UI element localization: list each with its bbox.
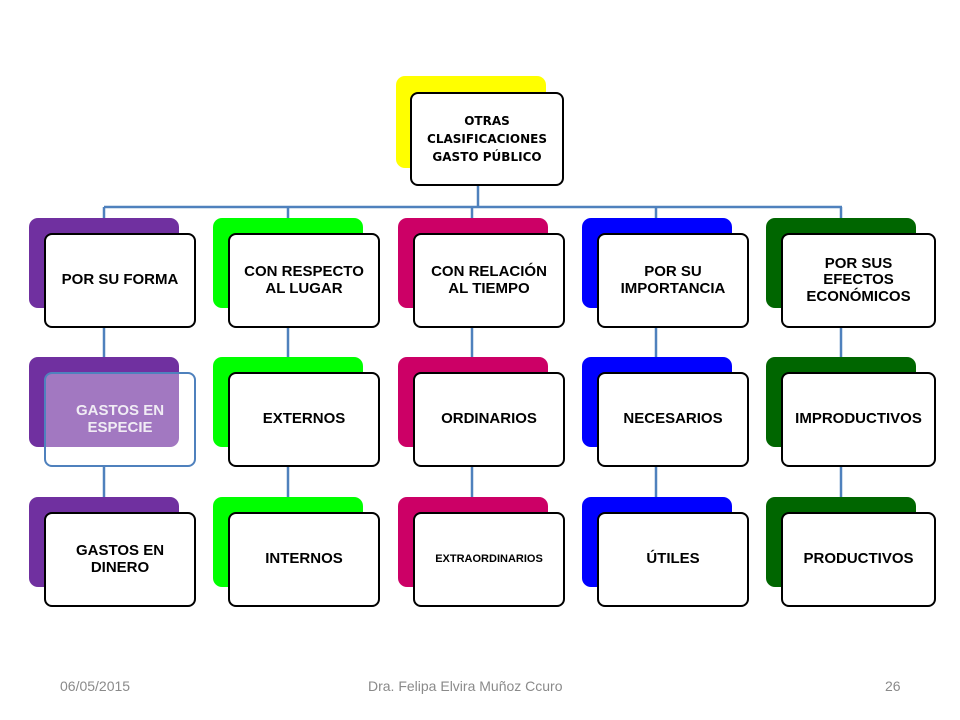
item-label: ÚTILES — [646, 550, 700, 568]
footer-page-number: 26 — [885, 678, 901, 694]
category-label: POR SU FORMA — [61, 271, 179, 289]
item-gastos-en-especie: GASTOS EN ESPECIE — [44, 372, 196, 467]
category-por-sus-efectos-economicos: POR SUS EFECTOS ECONÓMICOS — [781, 233, 936, 328]
item-label: GASTOS EN DINERO — [75, 542, 165, 576]
item-externos: EXTERNOS — [228, 372, 380, 467]
item-label: PRODUCTIVOS — [803, 550, 914, 568]
root-title-line1: OTRAS CLASIFICACIONES — [427, 114, 547, 146]
item-label: IMPRODUCTIVOS — [795, 410, 922, 428]
item-necesarios: NECESARIOS — [597, 372, 749, 467]
item-label: INTERNOS — [265, 550, 343, 568]
item-ordinarios: ORDINARIOS — [413, 372, 565, 467]
category-label: CON RELACIÓN AL TIEMPO — [431, 263, 547, 297]
category-con-respecto-al-lugar: CON RESPECTO AL LUGAR — [228, 233, 380, 328]
item-internos: INTERNOS — [228, 512, 380, 607]
category-por-su-importancia: POR SU IMPORTANCIA — [597, 233, 749, 328]
category-por-su-forma: POR SU FORMA — [44, 233, 196, 328]
category-label: CON RESPECTO AL LUGAR — [244, 263, 364, 297]
item-label: NECESARIOS — [623, 410, 723, 428]
item-productivos: PRODUCTIVOS — [781, 512, 936, 607]
category-con-relacion-al-tiempo: CON RELACIÓN AL TIEMPO — [413, 233, 565, 328]
root-node: OTRAS CLASIFICACIONES GASTO PÚBLICO — [410, 92, 564, 186]
item-improductivos: IMPRODUCTIVOS — [781, 372, 936, 467]
footer-author: Dra. Felipa Elvira Muñoz Ccuro — [368, 678, 563, 694]
item-gastos-en-dinero: GASTOS EN DINERO — [44, 512, 196, 607]
item-label: EXTERNOS — [262, 410, 346, 428]
item-label: ORDINARIOS — [441, 410, 537, 428]
footer-date: 06/05/2015 — [60, 678, 131, 694]
item-extraordinarios: EXTRAORDINARIOS — [413, 512, 565, 607]
category-label: POR SU IMPORTANCIA — [620, 263, 726, 297]
item-label: EXTRAORDINARIOS — [435, 553, 543, 566]
category-label: POR SUS EFECTOS ECONÓMICOS — [806, 254, 911, 305]
item-utiles: ÚTILES — [597, 512, 749, 607]
item-label: GASTOS EN ESPECIE — [75, 402, 165, 436]
root-title-line2: GASTO PÚBLICO — [432, 150, 542, 164]
